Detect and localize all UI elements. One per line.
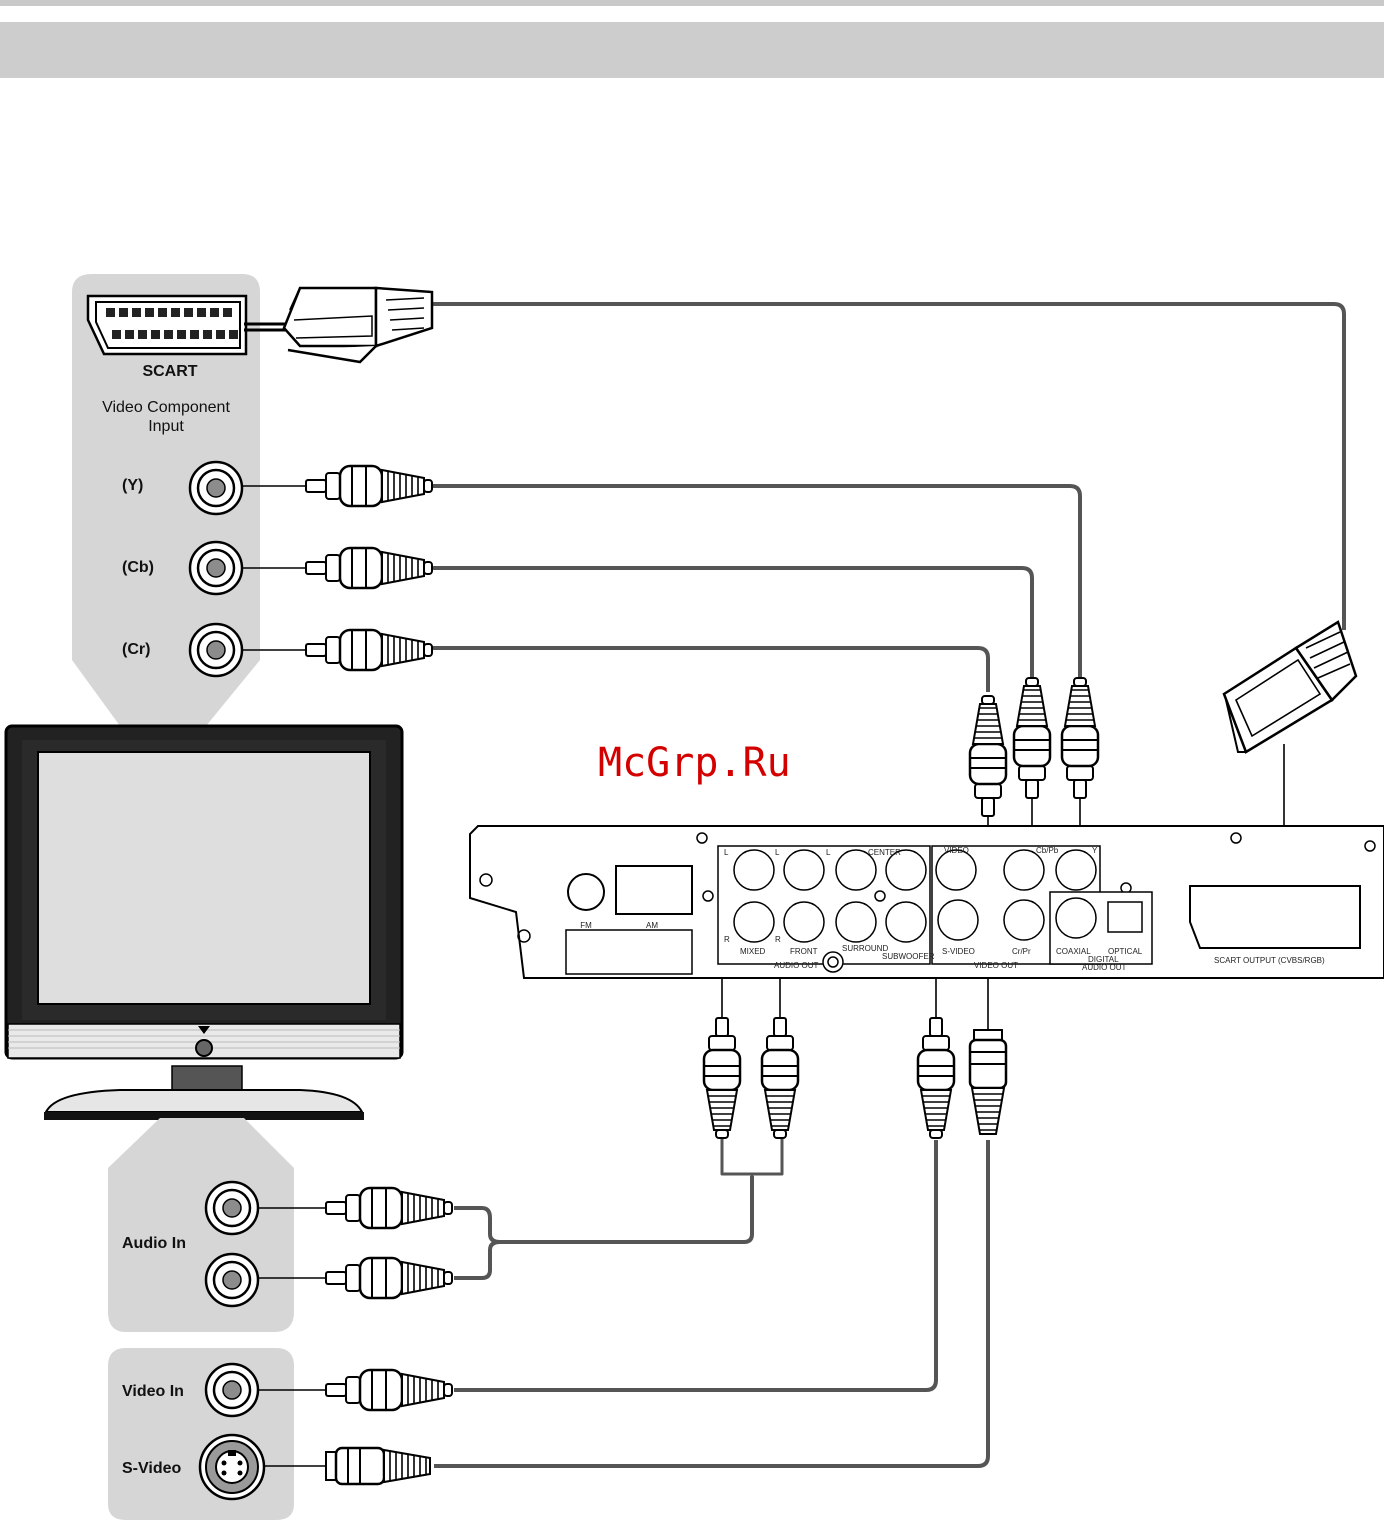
y-input-label: (Y): [122, 477, 143, 494]
header-top-bar: [0, 0, 1384, 6]
center-label: CENTER: [868, 848, 901, 857]
player-cr-plug: [970, 696, 1006, 816]
video-out-label: VIDEO OUT: [974, 961, 1018, 970]
am-label: AM: [646, 921, 658, 930]
player-scart-plug: [1224, 622, 1356, 752]
front-label: FRONT: [790, 947, 818, 956]
video-in-jack: [206, 1364, 258, 1416]
scart-label: SCART: [142, 363, 197, 380]
tv-scart-socket: [88, 296, 246, 354]
tv-monitor: [6, 726, 402, 1120]
video-input-panel: [108, 1348, 294, 1520]
cr-input-label: (Cr): [122, 641, 150, 658]
cb-plug: [306, 548, 432, 588]
crpr-label: Cr/Pr: [1012, 947, 1031, 956]
subwoofer-label: SUBWOOFER: [882, 952, 935, 961]
player-video-plug: [918, 1018, 954, 1138]
video-in-label: Video In: [122, 1383, 184, 1400]
coaxial-label: COAXIAL: [1056, 947, 1091, 956]
audio-left-plug: [326, 1188, 452, 1228]
player-s-video-plug: [970, 1030, 1006, 1134]
player-audio-left-plug: [704, 1018, 740, 1138]
audio-input-panel: [108, 1118, 294, 1332]
cbpb-label: Cb/Pb: [1036, 846, 1059, 855]
tv-scart-plug: [284, 288, 432, 362]
cb-input-label: (Cb): [122, 559, 154, 576]
component-title-line1: Video Component: [102, 399, 230, 416]
video-label: VIDEO: [944, 846, 969, 855]
watermark-text: McGrp.Ru: [598, 740, 791, 786]
audio-l-label-1: L: [724, 848, 729, 857]
s-video-label: S-Video: [122, 1460, 182, 1477]
audio-l-label-3: L: [826, 848, 831, 857]
y-out-label: Y: [1092, 846, 1098, 855]
component-title-line2: Input: [148, 418, 184, 435]
fm-label: FM: [580, 921, 592, 930]
audio-right-plug: [326, 1258, 452, 1298]
video-plug: [326, 1370, 452, 1410]
player-y-plug: [1062, 678, 1098, 798]
audio-in-left-jack: [206, 1182, 258, 1234]
cr-input-jack: [190, 624, 242, 676]
s-video-out-label: S-VIDEO: [942, 947, 975, 956]
audio-l-label-2: L: [775, 848, 780, 857]
y-plug: [306, 466, 432, 506]
mixed-label: MIXED: [740, 947, 766, 956]
y-input-jack: [190, 462, 242, 514]
s-video-jack: [200, 1435, 264, 1499]
audio-in-label: Audio In: [122, 1235, 186, 1252]
audio-in-right-jack: [206, 1254, 258, 1306]
header-bar: [0, 22, 1384, 78]
digital-audio-out-label: AUDIO OUT: [1082, 963, 1127, 972]
s-video-plug: [326, 1448, 430, 1484]
cr-plug: [306, 630, 432, 670]
audio-r-label-2: R: [775, 935, 781, 944]
player-cb-plug: [1014, 678, 1050, 798]
scart-output-label: SCART OUTPUT (CVBS/RGB): [1214, 956, 1325, 965]
audio-r-label-1: R: [724, 935, 730, 944]
cb-input-jack: [190, 542, 242, 594]
audio-out-label: AUDIO OUT: [774, 961, 819, 970]
player-audio-right-plug: [762, 1018, 798, 1138]
